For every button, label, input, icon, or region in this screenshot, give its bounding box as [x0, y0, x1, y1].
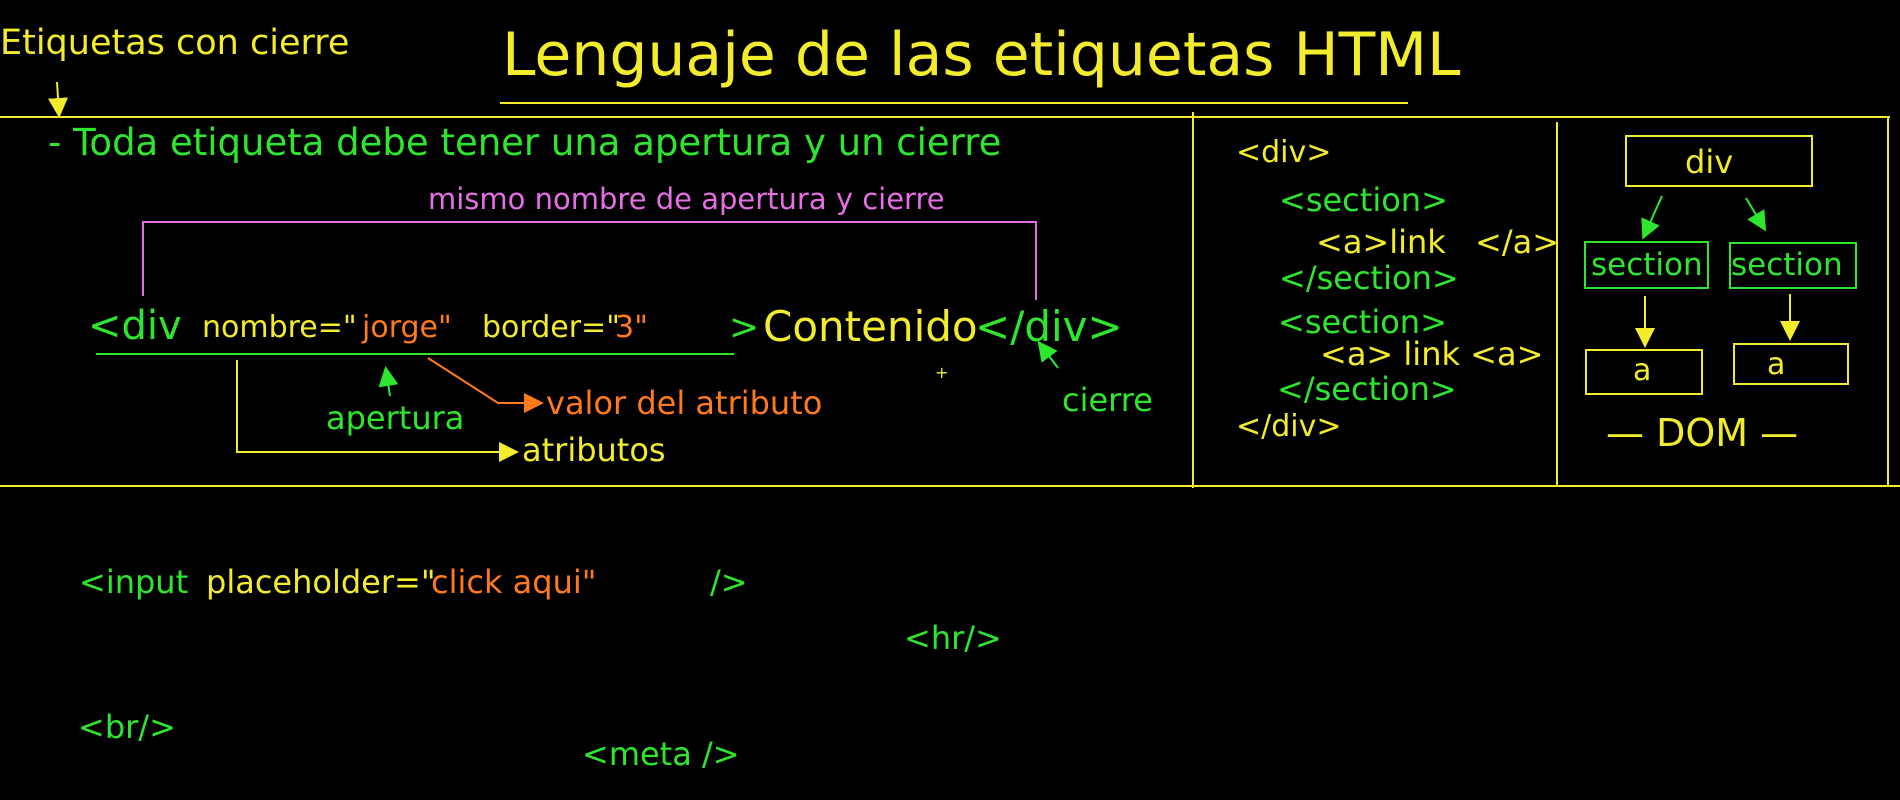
code-line-4: </section> — [1279, 259, 1459, 297]
opening-arrow — [378, 366, 399, 397]
input-value: click aqui" — [431, 563, 597, 601]
meta-tag: <meta /> — [582, 735, 740, 773]
attr-value-arrow — [427, 357, 544, 413]
code-line-3b: </a> — [1475, 223, 1560, 261]
closing-arrow — [1037, 340, 1059, 369]
attributes-arrow — [236, 360, 519, 462]
dom-root-box — [1625, 135, 1813, 187]
dom-section-box-1 — [1584, 241, 1709, 289]
dom-root-label: div — [1685, 143, 1734, 181]
code-line-8: </div> — [1236, 409, 1342, 444]
attr1-name: nombre=" — [202, 310, 357, 345]
label-closing: cierre — [1062, 381, 1153, 419]
dom-leaf-label-1: a — [1633, 353, 1652, 388]
code-line-7: </section> — [1277, 370, 1457, 408]
content-text: Contenido — [763, 302, 978, 351]
same-name-bracket — [142, 221, 1037, 300]
hr-tag: <hr/> — [904, 619, 1002, 657]
dom-section-label-2: section — [1731, 247, 1843, 283]
label-opening: apertura — [326, 399, 465, 437]
page-title: Lenguaje de las etiquetas HTML — [502, 20, 1461, 90]
br-tag: <br/> — [78, 708, 176, 746]
attr2-value: 3" — [615, 310, 648, 345]
dom-leaf-label-2: a — [1767, 347, 1786, 382]
dom-section-box-2 — [1729, 242, 1857, 289]
same-name-note: mismo nombre de apertura y cierre — [428, 182, 945, 216]
input-attr: placeholder=" — [206, 563, 436, 601]
dom-leaf-box-1 — [1585, 349, 1703, 395]
input-tag: <input — [79, 563, 189, 601]
label-attr-value: valor del atributo — [546, 384, 823, 422]
close-tag-text: </div> — [975, 302, 1123, 351]
open-tag-text: <div — [88, 303, 182, 349]
plus-mark: + — [935, 363, 949, 382]
attr1-value: jorge" — [362, 310, 452, 345]
code-line-2: <section> — [1279, 181, 1448, 219]
dom-section-label-1: section — [1591, 247, 1703, 283]
rule-text: - Toda etiqueta debe tener una apertura … — [48, 121, 1002, 164]
code-line-3a: <a>link — [1316, 223, 1446, 261]
dom-arrow-root-to-section-2 — [1745, 197, 1767, 232]
code-line-6: <a> link <a> — [1320, 335, 1544, 373]
code-line-1: <div> — [1236, 135, 1332, 170]
dom-caption: — DOM — — [1606, 411, 1799, 455]
dom-leaf-box-2 — [1733, 343, 1849, 385]
input-end: /> — [710, 563, 748, 601]
dom-arrow-root-to-section-1 — [1641, 195, 1663, 240]
open-tag-close-bracket: > — [729, 307, 760, 348]
label-attributes: atributos — [522, 431, 666, 469]
code-line-5: <section> — [1278, 303, 1447, 341]
corner-label-arrow — [48, 81, 68, 118]
corner-label: Etiquetas con cierre — [0, 23, 350, 63]
attr2-name: border=" — [482, 310, 620, 345]
